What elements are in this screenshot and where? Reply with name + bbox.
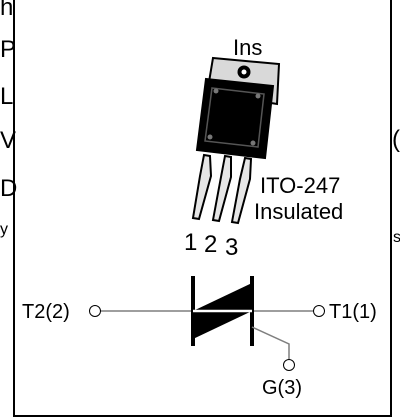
edge-fragment-6: y — [0, 221, 8, 238]
pin-number-3: 3 — [225, 234, 238, 261]
lead-pin-3 — [230, 156, 253, 225]
triac-triangle-upper — [193, 283, 252, 311]
edge-fragment-3: L — [0, 83, 14, 110]
package-drawing — [191, 56, 281, 225]
package-leads — [191, 153, 253, 225]
label-gate: G(3) — [262, 377, 302, 399]
terminal-t2-icon — [89, 305, 101, 317]
edge-fragment-4: V — [0, 127, 17, 154]
edge-fragment-2: P — [0, 36, 17, 63]
triac-symbol — [89, 276, 325, 371]
pin-number-1: 1 — [184, 229, 197, 256]
wire-gate — [251, 326, 290, 359]
label-t2: T2(2) — [22, 301, 70, 323]
label-t1: T1(1) — [329, 301, 377, 323]
edge-fragment-right-2: s — [393, 229, 400, 246]
package-name: ITO-247 — [260, 173, 340, 198]
package-type: Insulated — [254, 199, 343, 224]
edge-fragment-1: h — [0, 0, 14, 21]
terminal-gate-icon — [283, 359, 295, 371]
package-body — [195, 77, 275, 160]
terminal-t1-icon — [313, 305, 325, 317]
lead-pin-2 — [211, 154, 232, 223]
triac-triangle-lower — [193, 311, 252, 339]
tab-label: Ins — [233, 35, 262, 60]
pin-number-2: 2 — [204, 231, 217, 258]
edge-fragment-right-1: ( — [392, 126, 400, 153]
lead-pin-1 — [191, 153, 213, 221]
